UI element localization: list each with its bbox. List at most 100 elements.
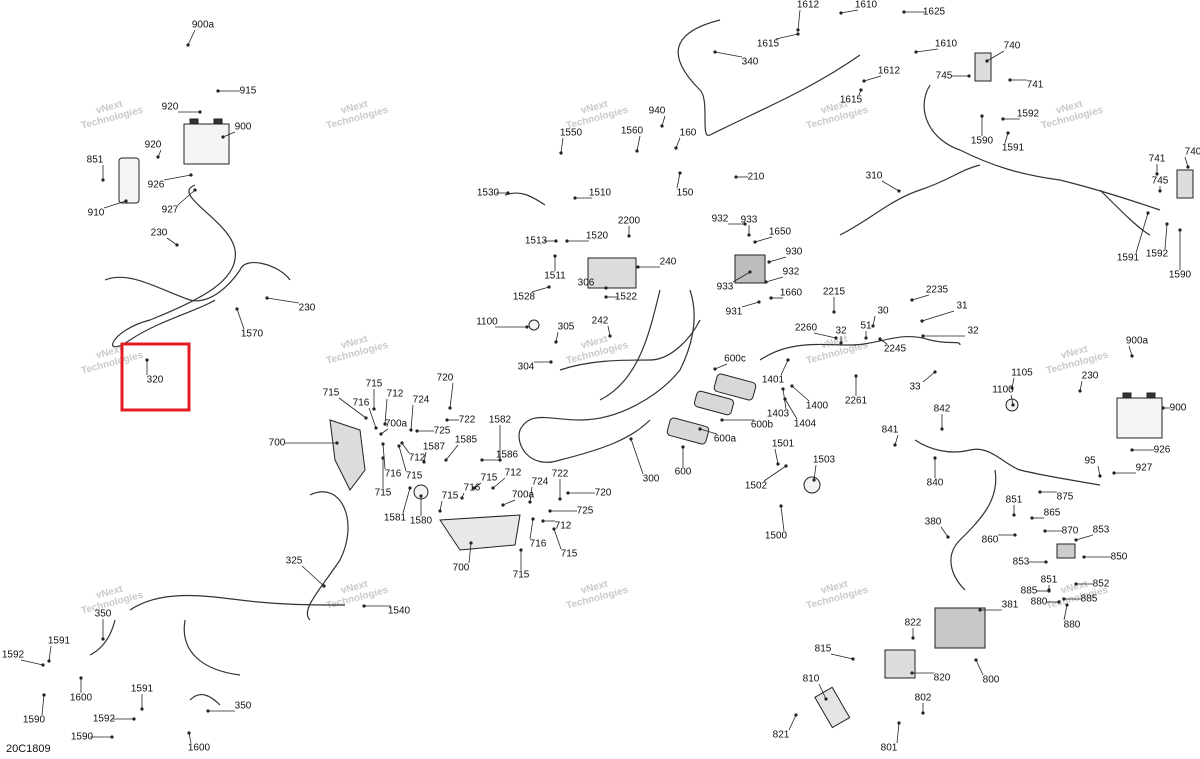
part-label-700_b: 700 — [453, 563, 470, 574]
leader-line — [266, 297, 300, 304]
relay-icon — [1056, 543, 1076, 559]
leader-line — [555, 331, 559, 343]
leader-dot — [101, 178, 105, 182]
part-label-1615_a: 1615 — [757, 39, 780, 50]
leader-line — [830, 653, 854, 660]
leader-dot — [1012, 513, 1016, 517]
part-label-32_a: 32 — [835, 326, 847, 337]
part-label-51: 51 — [860, 321, 872, 332]
part-label-741_a: 741 — [1027, 80, 1044, 91]
leader-line — [768, 256, 787, 263]
leader-dot — [525, 325, 529, 329]
leader-dot — [854, 374, 858, 378]
part-label-932_a: 932 — [712, 214, 729, 225]
leader-dot — [79, 676, 83, 680]
part-label-1540: 1540 — [388, 606, 411, 617]
part-label-860: 860 — [982, 535, 999, 546]
part-label-1612_a: 1612 — [797, 0, 820, 11]
part-label-722_a: 722 — [459, 415, 476, 426]
leader-line — [177, 189, 196, 206]
leader-dot — [790, 384, 794, 388]
part-label-380: 380 — [925, 517, 942, 528]
leader-dot — [1186, 165, 1190, 169]
leader-line — [741, 301, 760, 308]
part-label-900a_top: 900a — [192, 20, 215, 31]
leader-line — [368, 407, 377, 429]
part-label-1590_a: 1590 — [971, 136, 994, 147]
part-label-865: 865 — [1044, 508, 1061, 519]
leader-line — [840, 9, 859, 14]
leader-dot — [472, 486, 476, 490]
leader-dot — [409, 428, 413, 432]
leader-line — [818, 683, 827, 700]
leader-dot — [604, 295, 608, 299]
part-label-1100_b: 1100 — [992, 385, 1014, 396]
part-label-850: 850 — [1111, 552, 1128, 563]
part-label-33: 33 — [909, 382, 921, 393]
leader-dot — [110, 735, 114, 739]
leader-line — [1135, 212, 1149, 254]
leader-line — [529, 518, 534, 540]
harness-main-left — [112, 184, 236, 348]
part-label-325: 325 — [286, 556, 303, 567]
part-label-2260: 2260 — [795, 323, 818, 334]
part-label-716_c: 716 — [464, 483, 481, 494]
leader-dot — [1146, 211, 1150, 215]
leader-dot — [566, 491, 570, 495]
leader-line — [1164, 223, 1168, 250]
leader-dot — [265, 296, 269, 300]
part-label-1503: 1503 — [813, 455, 836, 466]
leader-dot — [839, 341, 843, 345]
leader-line — [784, 398, 798, 420]
part-label-712_c: 712 — [505, 468, 522, 479]
part-label-1530: 1530 — [477, 188, 500, 199]
leader-dot — [1161, 406, 1165, 410]
part-label-1404: 1404 — [794, 419, 817, 430]
part-label-1403: 1403 — [767, 409, 790, 420]
part-label-2235: 2235 — [926, 285, 949, 296]
leader-line — [896, 722, 900, 744]
part-label-725_a: 725 — [434, 426, 451, 437]
leader-dot — [967, 74, 971, 78]
part-label-1591_b: 1591 — [1117, 253, 1140, 264]
leader-dot — [408, 486, 412, 490]
leader-line — [765, 276, 784, 283]
leader-dot — [175, 243, 179, 247]
part-label-880_b: 880 — [1064, 620, 1081, 631]
part-label-932_b: 932 — [783, 267, 800, 278]
part-label-1590_c: 1590 — [23, 715, 46, 726]
part-label-1615_b: 1615 — [840, 95, 863, 106]
part-label-712_a: 712 — [387, 389, 404, 400]
leader-line — [384, 398, 388, 425]
leader-line — [922, 371, 936, 383]
part-label-1590_d: 1590 — [71, 732, 94, 743]
harness-340 — [677, 19, 861, 136]
leader-dot — [779, 504, 783, 508]
part-label-1612_b: 1612 — [878, 66, 901, 77]
leader-line — [714, 363, 728, 370]
leader-dot — [374, 426, 378, 430]
leader-dot — [501, 503, 505, 507]
part-label-1528: 1528 — [513, 292, 536, 303]
leader-dot — [400, 441, 404, 445]
leader-line — [410, 404, 414, 431]
leader-line — [986, 50, 1005, 62]
leader-dot — [573, 196, 577, 200]
leader-dot — [748, 270, 752, 274]
harness-300 — [518, 289, 695, 463]
leader-line — [163, 174, 192, 181]
part-label-851_b: 851 — [1006, 495, 1023, 506]
part-label-1400: 1400 — [806, 401, 829, 412]
leader-dot — [893, 443, 897, 447]
part-label-870: 870 — [1062, 526, 1079, 537]
leader-dot — [189, 173, 193, 177]
leader-line — [1075, 534, 1094, 541]
leader-line — [187, 29, 196, 46]
leader-dot — [897, 721, 901, 725]
part-label-1580: 1580 — [410, 516, 433, 527]
part-label-95: 95 — [1084, 456, 1096, 467]
regulator-icon — [734, 254, 766, 284]
